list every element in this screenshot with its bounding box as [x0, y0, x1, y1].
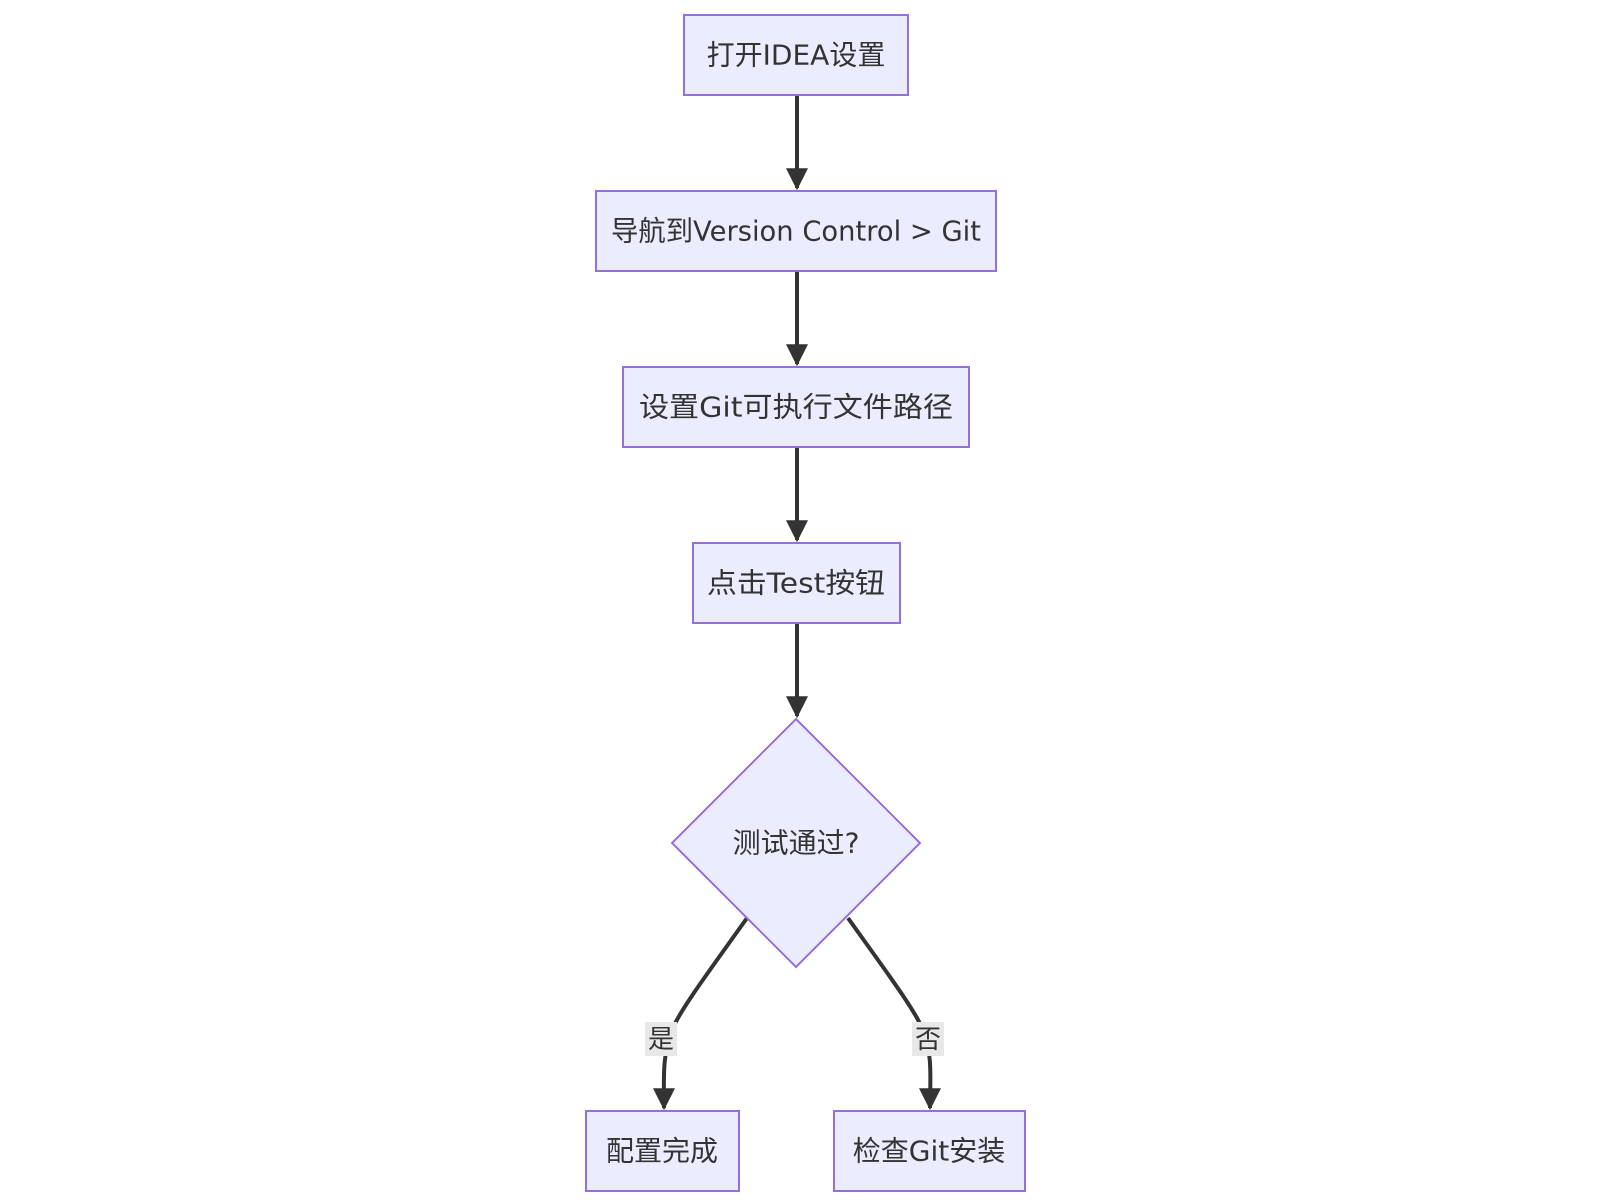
node-navigate-git: 导航到Version Control > Git	[595, 190, 997, 272]
node-label: 导航到Version Control > Git	[611, 215, 981, 248]
edge-label-text: 否	[915, 1025, 941, 1055]
node-label: 配置完成	[606, 1135, 718, 1168]
node-box	[692, 542, 901, 624]
node-label: 点击Test按钮	[707, 567, 885, 600]
node-open-settings: 打开IDEA设置	[683, 14, 909, 96]
node-set-git-path: 设置Git可执行文件路径	[622, 366, 970, 448]
node-box	[833, 1110, 1026, 1192]
edge-label-text: 是	[648, 1025, 674, 1055]
node-click-test: 点击Test按钮	[692, 542, 901, 624]
node-check-install: 检查Git安装	[833, 1110, 1026, 1192]
node-box	[622, 366, 970, 448]
node-box	[683, 14, 909, 96]
edge-label-yes: 是	[645, 1022, 677, 1056]
node-test-passed-decision: 测试通过?	[670, 717, 922, 969]
edge-decision-no	[846, 916, 942, 1111]
node-config-done: 配置完成	[585, 1110, 740, 1192]
edge-label-no: 否	[912, 1022, 944, 1056]
node-label: 打开IDEA设置	[707, 39, 886, 72]
decision-diamond	[670, 717, 922, 969]
edge-decision-yes	[652, 916, 749, 1111]
edge-label-bg	[645, 1022, 677, 1056]
node-box	[585, 1110, 740, 1192]
node-label: 设置Git可执行文件路径	[639, 391, 953, 424]
node-label: 测试通过?	[733, 827, 860, 860]
node-label: 检查Git安装	[853, 1135, 1005, 1168]
node-box	[595, 190, 997, 272]
edge-label-bg	[912, 1022, 944, 1056]
